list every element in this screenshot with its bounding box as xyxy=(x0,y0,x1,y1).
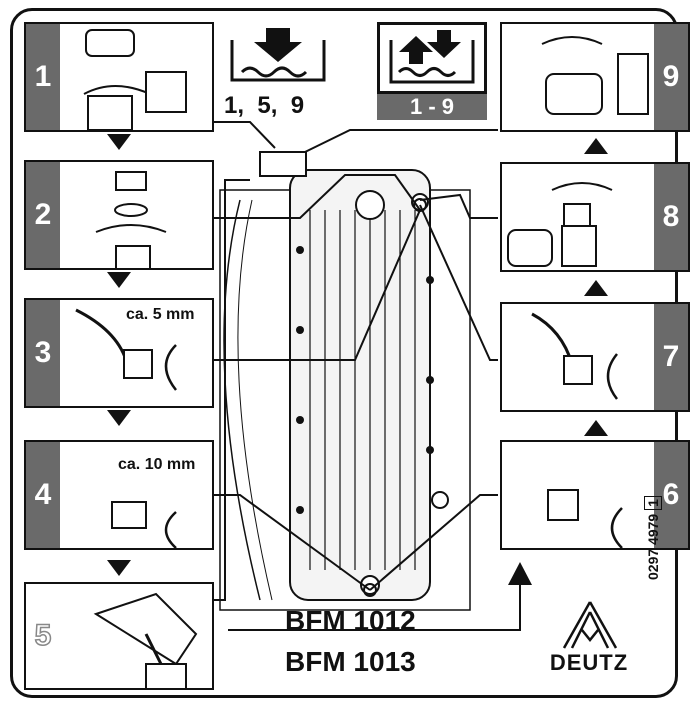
oil-cap-install-drawing xyxy=(502,24,690,132)
deutz-logo-icon xyxy=(560,600,620,650)
arrow-7-to-8 xyxy=(584,280,608,296)
dipstick-screw-drawing xyxy=(26,300,214,408)
filler-neck-install-drawing xyxy=(502,164,690,272)
filler-neck-drawing xyxy=(26,162,214,270)
part-revision: 1 xyxy=(644,496,662,510)
arrow-6-to-7 xyxy=(584,420,608,436)
model-1013: BFM 1013 xyxy=(285,646,416,678)
part-number: 0297 4979 1 xyxy=(645,496,661,580)
arrow-4-to-5 xyxy=(107,560,131,576)
arrow-2-to-3 xyxy=(107,272,131,288)
step-5-panel: 5 xyxy=(24,582,214,690)
arrow-8-to-9 xyxy=(584,138,608,154)
drain-plug-drawing xyxy=(26,442,214,550)
step-8-panel: 8 xyxy=(500,162,690,272)
arrow-1-to-2 xyxy=(107,134,131,150)
dipstick-tighten-drawing xyxy=(502,304,690,412)
brand-name: DEUTZ xyxy=(536,650,642,676)
step-9-panel: 9 xyxy=(500,22,690,132)
step-3-panel: 3 ca. 5 mm xyxy=(24,298,214,408)
oil-cap-removal-drawing xyxy=(26,24,214,132)
arrow-3-to-4 xyxy=(107,410,131,426)
step-4-panel: 4 ca. 10 mm xyxy=(24,440,214,550)
step-6-panel: 6 xyxy=(500,440,690,550)
oil-pour-drawing xyxy=(26,584,214,690)
step-2-panel: 2 xyxy=(24,160,214,270)
part-number-text: 0297 4979 xyxy=(645,514,661,580)
step-7-panel: 7 xyxy=(500,302,690,412)
model-1012: BFM 1012 xyxy=(285,605,416,637)
step-1-panel: 1 xyxy=(24,22,214,132)
